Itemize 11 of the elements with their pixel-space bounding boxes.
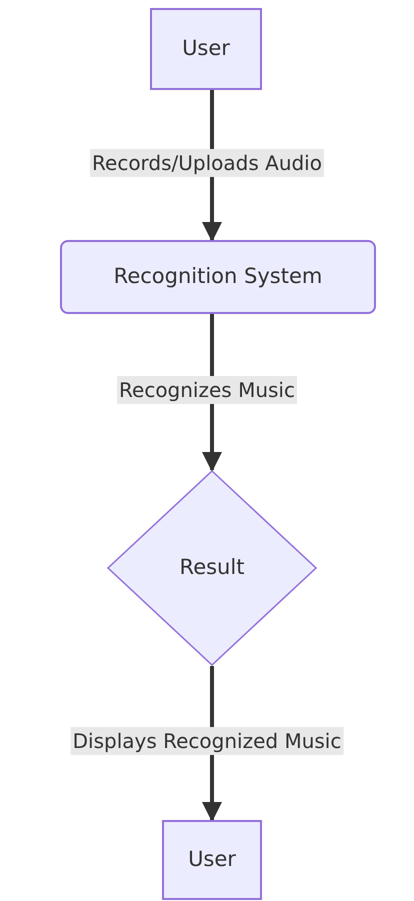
edge-label: Records/Uploads Audio: [90, 149, 324, 177]
edge-label: Displays Recognized Music: [70, 727, 344, 755]
node-label: User: [182, 35, 230, 62]
process-box: [162, 820, 262, 900]
decision-diamond: [107, 470, 317, 666]
edge-label: Recognizes Music: [117, 376, 297, 404]
node-label: Result: [180, 554, 244, 582]
process-box: [60, 240, 376, 314]
node-label: User: [188, 846, 236, 874]
node-label: Recognition System: [114, 263, 322, 290]
process-box: [150, 8, 262, 90]
